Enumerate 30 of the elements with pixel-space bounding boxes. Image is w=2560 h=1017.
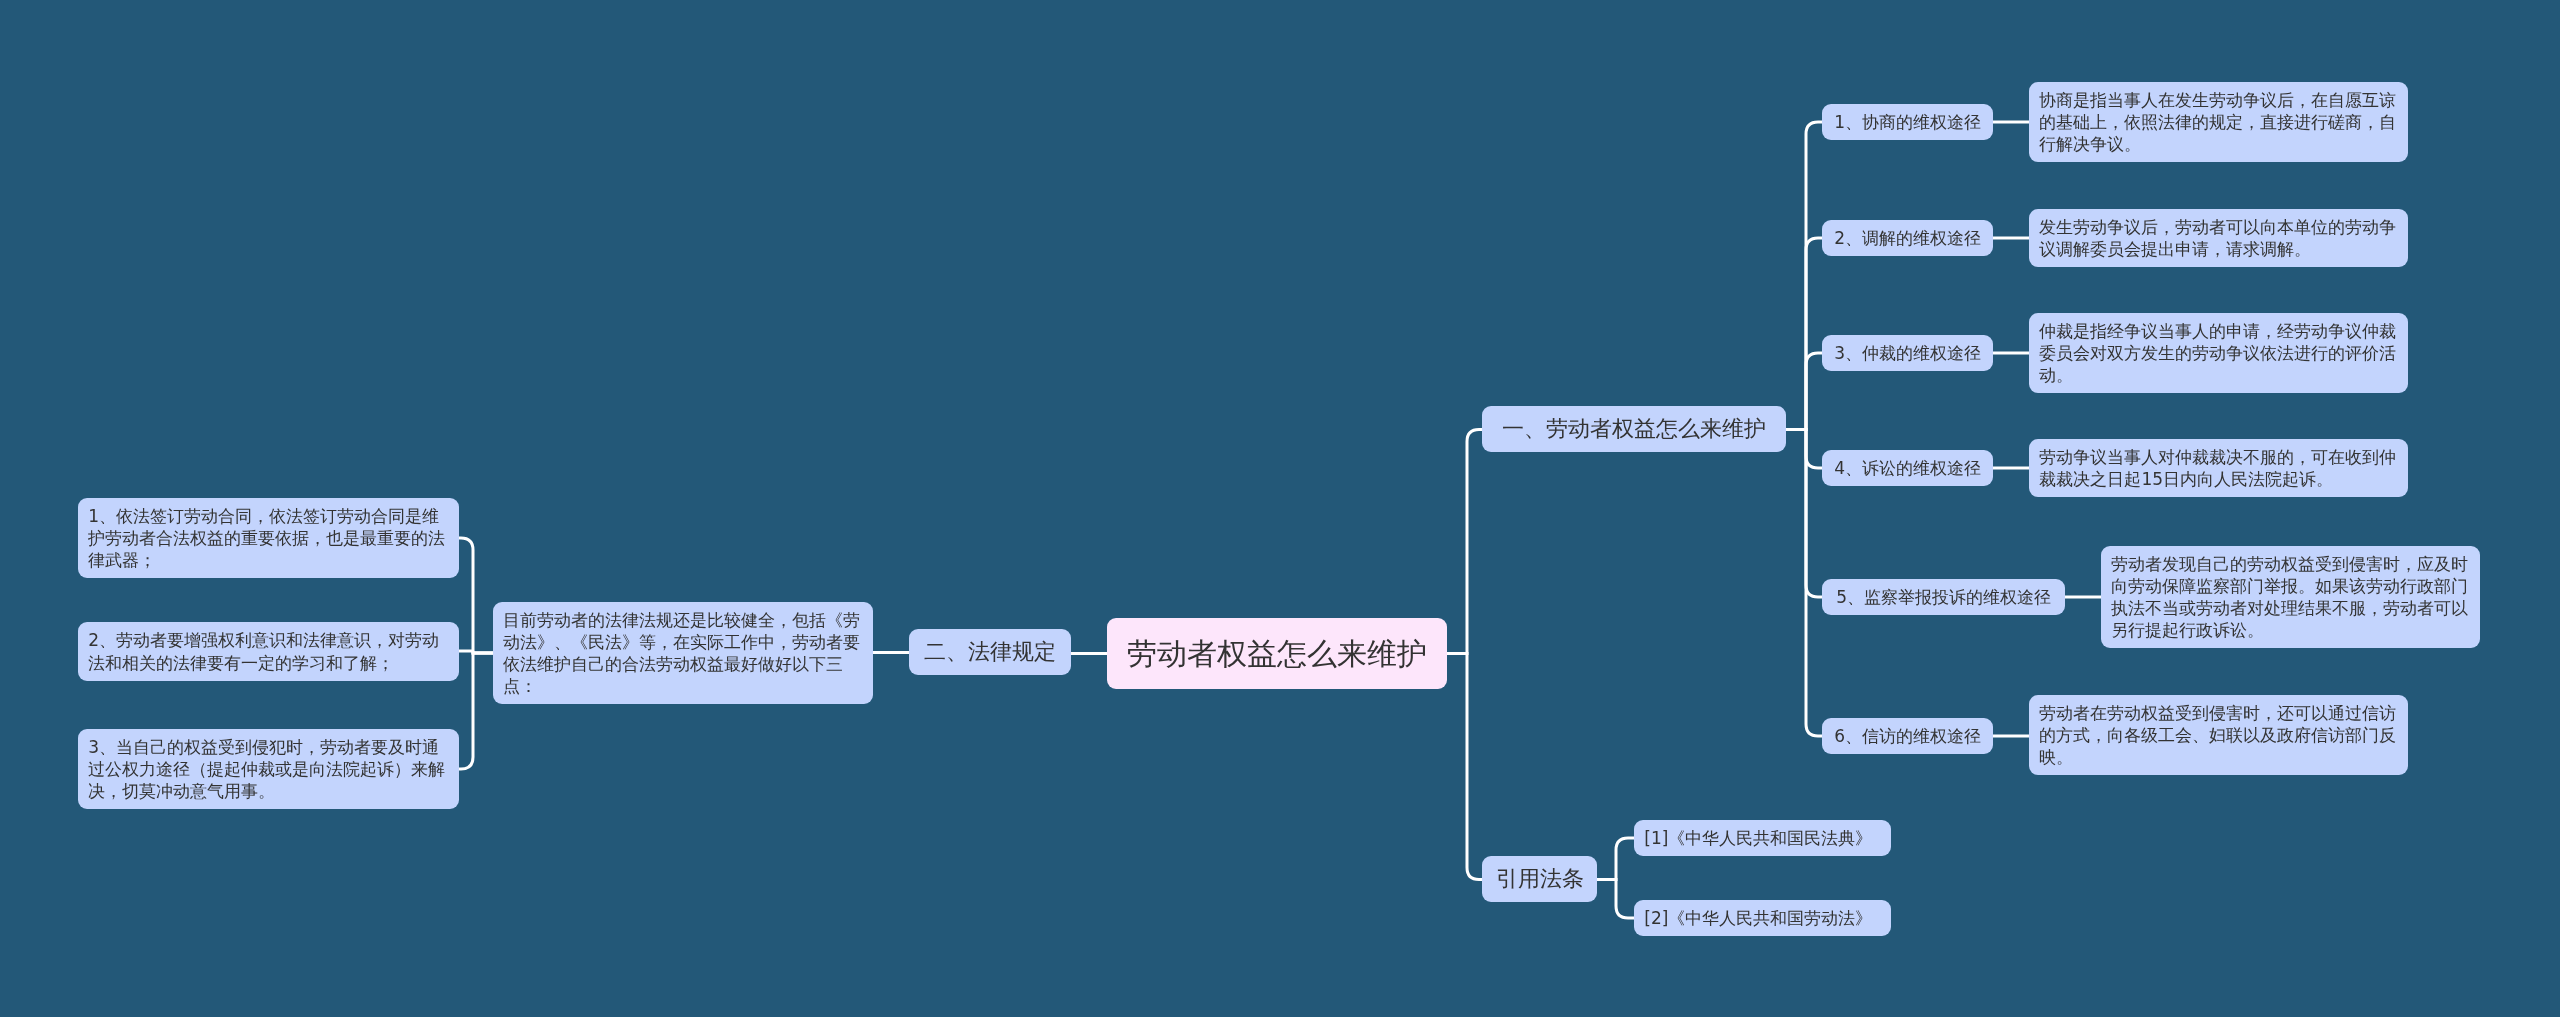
connector [1993,120,2029,124]
description-box: 劳动者在劳动权益受到侵害时，还可以通过信访的方式，向各级工会、妇联以及政府信访部门反映。 [2029,694,2409,775]
description-box: 劳动争议当事人对仲裁裁决不服的，可在收到仲裁裁决之日起15日内向人民法院起诉。 [2029,438,2409,497]
subtopic-box: 3、仲裁的维权途径 [1822,334,1994,371]
subtopic-box: 6、信访的维权途径 [1822,717,1994,754]
topic-box: 一、劳动者权益怎么来维护 [1482,405,1787,453]
description-box: 劳动者发现自己的劳动权益受到侵害时，应及时向劳动保障监察部门举报。如果该劳动行政部门执法不当或劳动者对处理结果不服，劳动者可以另行提起行政诉讼。 [2101,545,2480,649]
description-box: 协商是指当事人在发生劳动争议后，在自愿互谅的基础上，依照法律的规定，直接进行磋商，自行解决争议。 [2029,81,2409,162]
description-box: 1、依法签订劳动合同，依法签订劳动合同是维护劳动者合法权益的重要依据，也是最重要的法律武器； [78,497,459,579]
connector [1993,734,2029,738]
connector [1993,466,2029,470]
description-box: 2、劳动者要增强权利意识和法律意识，对劳动法和相关的法律要有一定的学习和了解； [78,622,459,681]
subtopic-box: 5、监察举报投诉的维权途径 [1822,578,2066,615]
connector [1993,236,2029,240]
root-node: 劳动者权益怎么来维护 [1106,618,1447,690]
connector [1071,652,1107,655]
connector [1993,351,2029,355]
description-box: 发生劳动争议后，劳动者可以向本单位的劳动争议调解委员会提出申请，请求调解。 [2029,208,2409,267]
subtopic-box: 4、诉讼的维权途径 [1822,449,1994,486]
connector [873,651,909,654]
reference-box: [1]《中华人民共和国民法典》 [1634,820,1891,857]
description-box: 目前劳动者的法律法规还是比较健全，包括《劳动法》、《民法》等，在实际工作中，劳动者要依法维护自己的合法劳动权益最好做好以下三点： [493,602,874,705]
description-box: 仲裁是指经争议当事人的申请，经劳动争议仲裁委员会对双方发生的劳动争议依法进行的评价活动。 [2029,312,2409,393]
topic-box: 二、法律规定 [909,628,1071,676]
connector [2065,595,2101,599]
subtopic-box: 1、协商的维权途径 [1822,103,1994,140]
topic-box: 引用法条 [1482,855,1597,903]
reference-box: [2]《中华人民共和国劳动法》 [1634,899,1891,936]
subtopic-box: 2、调解的维权途径 [1822,219,1994,256]
description-box: 3、当自己的权益受到侵犯时，劳动者要及时通过公权力途径（提起仲裁或是向法院起诉）来解决，切莫冲动意气用事。 [78,728,459,810]
